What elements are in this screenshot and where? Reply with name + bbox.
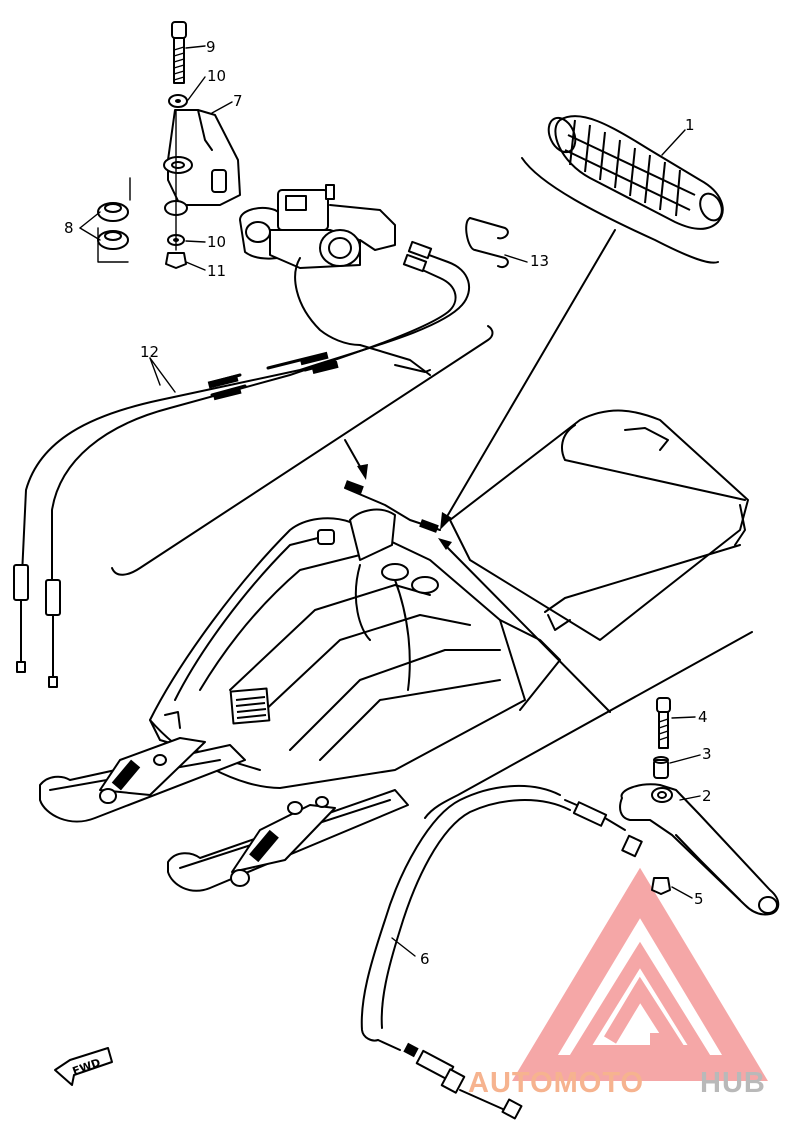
brake-lever[interactable]: [619, 783, 780, 916]
bracket-bolt[interactable]: [171, 21, 187, 84]
callout-6: 6: [420, 950, 430, 968]
watermark-logo: [512, 867, 768, 1081]
cable-clip[interactable]: [465, 217, 509, 268]
callout-7: 7: [233, 92, 243, 110]
lever-bolt[interactable]: [656, 697, 671, 749]
callout-10-lower: 10: [207, 233, 226, 251]
watermark-text-secondary: HUB: [700, 1067, 766, 1099]
callout-10-upper: 10: [207, 67, 226, 85]
lever-collar[interactable]: [653, 756, 669, 779]
callout-12: 12: [140, 343, 159, 361]
brake-cable[interactable]: [360, 785, 643, 1120]
callout-13: 13: [530, 252, 549, 270]
handlebar-grip[interactable]: [544, 114, 726, 230]
rubber-dampers[interactable]: [97, 177, 131, 263]
callout-3: 3: [702, 745, 712, 763]
callout-9: 9: [206, 38, 216, 56]
washer-upper[interactable]: [168, 94, 188, 108]
forward-direction-badge: FWD: [54, 1047, 113, 1086]
zone-dividers: [111, 157, 753, 819]
lever-nut[interactable]: [651, 877, 671, 895]
callout-1: 1: [685, 116, 695, 134]
ski-left: [39, 737, 246, 823]
callout-11: 11: [207, 262, 226, 280]
snowmobile-body: [149, 409, 749, 789]
leader-lines: [344, 229, 616, 713]
callout-4: 4: [698, 708, 708, 726]
throttle-housing[interactable]: [239, 184, 396, 269]
watermark-text-primary: AUTOMOTO: [468, 1067, 644, 1099]
callout-labels: 1 2 3 4 5 6 7 8 9 10 10 11 12 13: [64, 38, 712, 968]
bracket-nut[interactable]: [165, 252, 187, 269]
callout-leaders: [79, 45, 701, 957]
throttle-cables[interactable]: [13, 240, 471, 688]
hood-throttle-connector: [344, 480, 441, 533]
watermark-text: AUTOMOTO HUB: [468, 1067, 766, 1099]
ski-right: [167, 789, 409, 892]
mounting-bracket[interactable]: [163, 109, 241, 251]
callout-8: 8: [64, 219, 74, 237]
callout-5: 5: [694, 890, 704, 908]
callout-2: 2: [702, 787, 712, 805]
